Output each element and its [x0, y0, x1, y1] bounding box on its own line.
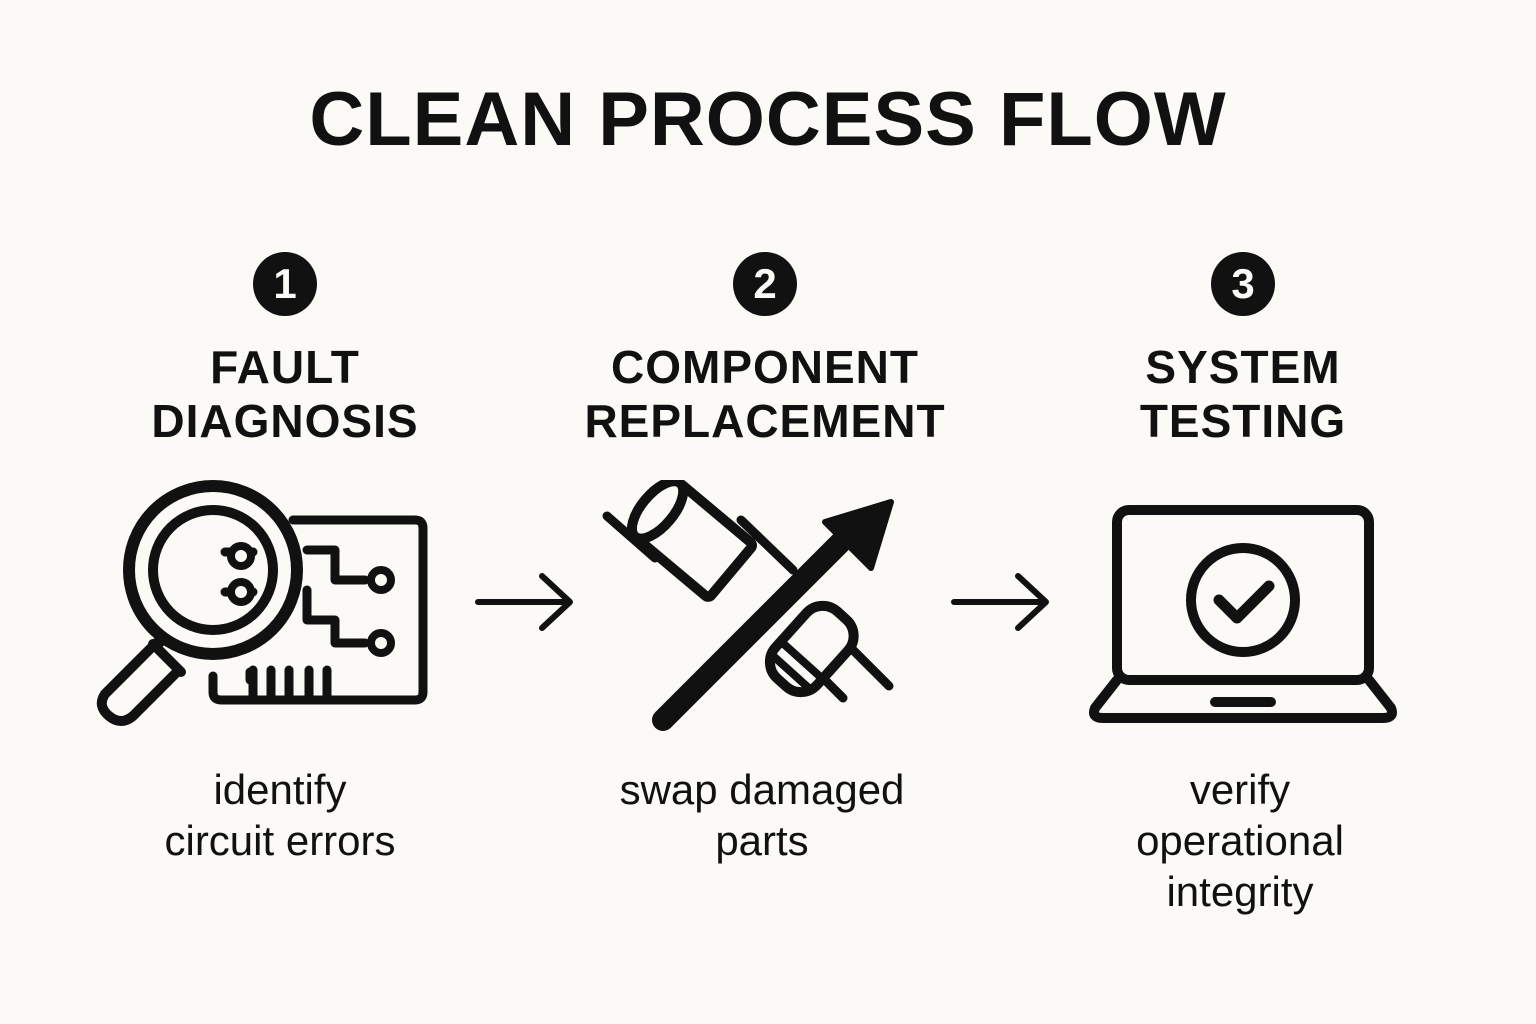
step-heading: SYSTEM TESTING [1033, 340, 1453, 448]
step-2: 2 COMPONENT REPLACEMENT [555, 250, 975, 448]
step-heading-line: FAULT [210, 341, 360, 393]
step-description-line: integrity [1166, 868, 1314, 915]
step-heading-line: COMPONENT [611, 341, 919, 393]
right-arrow-icon [948, 570, 1058, 634]
step-description: swap damaged parts [552, 764, 972, 866]
step-description-line: circuit errors [164, 817, 396, 864]
laptop-check-icon [1033, 480, 1453, 750]
step-heading-line: SYSTEM [1145, 341, 1341, 393]
step-description-line: operational [1136, 817, 1344, 864]
step-description-line: swap damaged [619, 766, 905, 813]
component-swap-icon [555, 476, 975, 750]
step-number-badge: 3 [1211, 252, 1275, 316]
step-description: verify operational integrity [1030, 764, 1450, 917]
step-number-badge: 2 [733, 252, 797, 316]
step-heading-line: TESTING [1139, 395, 1347, 447]
step-description-line: verify [1189, 766, 1291, 813]
step-heading: COMPONENT REPLACEMENT [555, 340, 975, 448]
step-heading-line: DIAGNOSIS [151, 395, 419, 447]
step-1: 1 FAULT DIAGNOSIS [75, 250, 495, 448]
step-heading-line: REPLACEMENT [584, 395, 946, 447]
step-description-line: identify [213, 766, 347, 813]
right-arrow-icon [472, 570, 582, 634]
magnifier-circuit-icon [75, 480, 495, 750]
step-description-line: parts [715, 817, 809, 864]
step-description: identify circuit errors [70, 764, 490, 866]
step-heading: FAULT DIAGNOSIS [75, 340, 495, 448]
step-3: 3 SYSTEM TESTING [1033, 250, 1453, 448]
step-number-badge: 1 [253, 252, 317, 316]
diagram-title: CLEAN PROCESS FLOW [309, 77, 1227, 162]
